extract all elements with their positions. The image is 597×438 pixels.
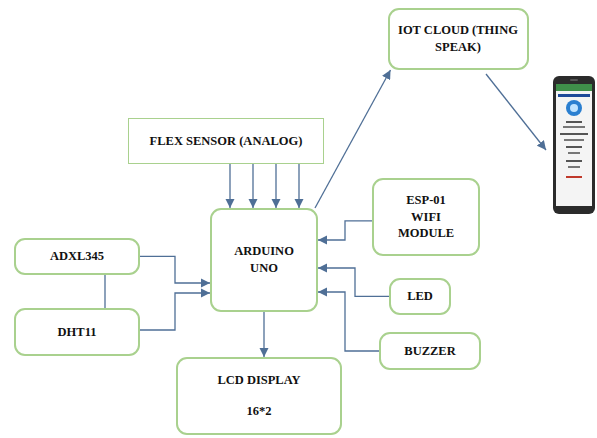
box-label: ARDUINO UNO	[223, 243, 305, 277]
wifi-module-box: ESP-01 WIFI MODULE	[372, 178, 480, 256]
box-label: LED	[407, 288, 433, 305]
box-label: FLEX SENSOR (ANALOG)	[150, 133, 303, 150]
sensor-box: ADXL345	[14, 238, 140, 275]
cloud-box: IOT CLOUD (THING SPEAK)	[388, 8, 529, 70]
signal-arrow	[140, 293, 210, 330]
signal-arrow	[263, 312, 264, 357]
signal-arrow	[252, 164, 253, 208]
output-box: BUZZER	[379, 332, 481, 370]
signal-arrow	[298, 164, 299, 208]
box-label: ADXL345	[50, 248, 104, 265]
signal-arrow	[275, 164, 276, 208]
box-label: 16*2	[247, 403, 272, 420]
box-label: DHT11	[58, 324, 97, 341]
sensor-box: FLEX SENSOR (ANALOG)	[128, 118, 324, 164]
sensor-box: DHT11	[14, 308, 140, 356]
box-label: IOT CLOUD (THING SPEAK)	[396, 22, 521, 56]
signal-arrow	[229, 164, 230, 208]
signal-arrow	[318, 221, 372, 240]
signal-arrow	[140, 256, 210, 283]
box-label: ESP-01 WIFI MODULE	[390, 192, 462, 243]
controller-box: ARDUINO UNO	[210, 208, 318, 312]
link-line	[104, 275, 105, 308]
box-label: LCD DISPLAY	[217, 372, 300, 389]
output-box: LED	[389, 278, 451, 315]
display-box: LCD DISPLAY 16*2	[176, 357, 342, 435]
box-label: BUZZER	[404, 343, 455, 360]
smartphone	[553, 76, 595, 214]
cloud-to-phone-arrow	[486, 74, 546, 150]
signal-arrow	[318, 292, 379, 351]
